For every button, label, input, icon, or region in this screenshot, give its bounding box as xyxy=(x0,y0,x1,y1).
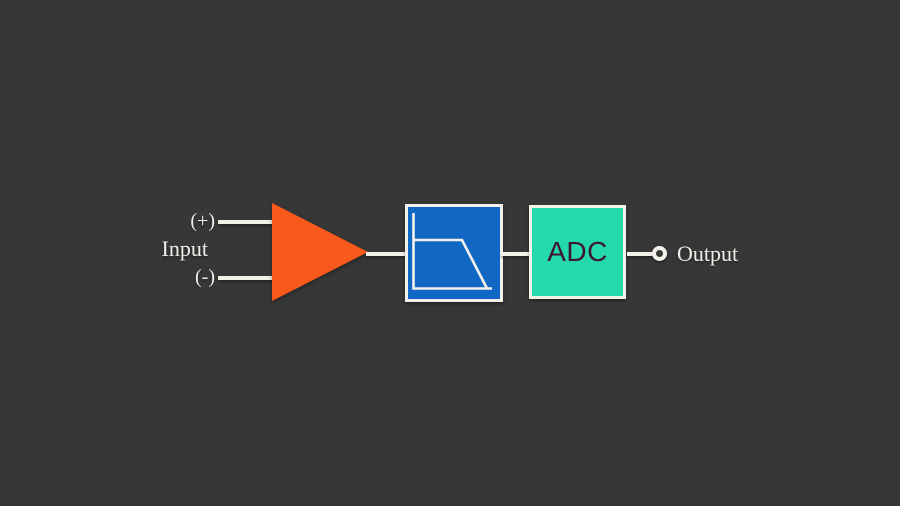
adc-block: ADC xyxy=(529,205,626,299)
adc-to-output-wire xyxy=(627,252,654,256)
input-minus-wire xyxy=(218,276,274,280)
amplifier-triangle-icon xyxy=(272,203,368,301)
amplifier-block xyxy=(272,203,368,301)
input-minus-label: (-) xyxy=(195,266,215,288)
output-terminal-icon xyxy=(652,246,667,261)
output-label: Output xyxy=(677,241,739,266)
low-pass-filter-block xyxy=(405,204,503,302)
input-plus-label: (+) xyxy=(190,210,215,232)
adc-label: ADC xyxy=(547,236,608,267)
amp-to-filter-wire xyxy=(366,252,407,256)
input-label: Input xyxy=(161,236,208,261)
filter-to-adc-wire xyxy=(501,252,531,256)
low-pass-filter-curve-icon xyxy=(412,213,492,290)
input-plus-wire xyxy=(218,220,274,224)
